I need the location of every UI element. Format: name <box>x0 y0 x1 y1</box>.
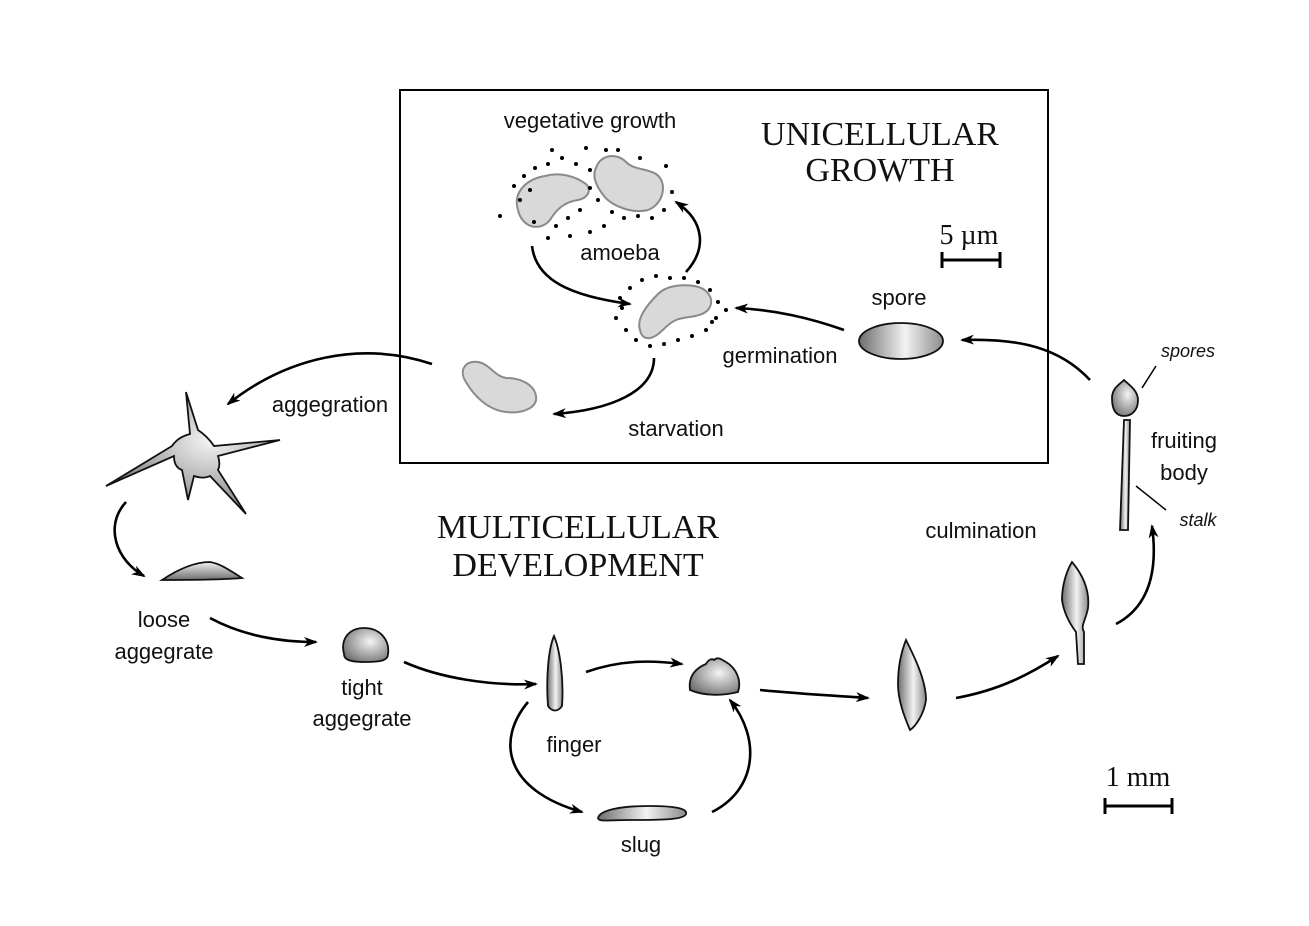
stalk-pointer-line <box>1135 485 1167 511</box>
label-vegetative-growth: vegetative growth <box>504 108 676 133</box>
arrow-aggregation <box>226 352 433 406</box>
aggregation-streams-shape <box>105 391 281 515</box>
label-aggregation: aggegration <box>272 392 388 417</box>
label-tight-aggregate-line2: aggegrate <box>312 706 411 731</box>
arrow-starvation <box>552 357 656 419</box>
arrow-to-culmination <box>759 688 870 703</box>
label-culmination: culmination <box>925 518 1036 543</box>
amoeba-cell-starved <box>461 360 538 414</box>
finger-shape <box>546 633 564 712</box>
label-loose-aggregate-line1: loose <box>138 607 191 632</box>
label-stalk: stalk <box>1179 510 1217 530</box>
arrow-to-tight-aggregate <box>209 616 318 647</box>
mexican-hat-shape <box>688 657 741 696</box>
scale-bar-micro-label: 5 µm <box>940 220 999 251</box>
label-fruiting-body-line1: fruiting <box>1151 428 1217 453</box>
label-amoeba: amoeba <box>580 240 660 265</box>
label-tight-aggregate-line1: tight <box>341 675 383 700</box>
label-starvation: starvation <box>628 416 723 441</box>
amoeba-cell-2 <box>593 155 664 212</box>
arrow-to-finger <box>403 660 538 690</box>
label-germination: germination <box>723 343 838 368</box>
label-loose-aggregate-line2: aggegrate <box>114 639 213 664</box>
arrow-to-spore <box>960 334 1091 381</box>
slug-shape <box>597 805 687 822</box>
arrow-slug-to-mexican-hat <box>711 698 752 814</box>
scale-bar-micro <box>940 252 1002 268</box>
label-spores: spores <box>1161 341 1215 361</box>
label-spore: spore <box>871 285 926 310</box>
unicellular-box <box>399 89 1049 464</box>
scale-bar-macro <box>1103 798 1174 814</box>
label-finger: finger <box>546 732 601 757</box>
label-slug: slug <box>621 832 661 857</box>
arrow-culmination-to-late <box>955 654 1060 700</box>
arrow-finger-to-mexican-hat <box>585 657 684 674</box>
arrow-finger-to-slug <box>509 701 584 814</box>
scale-bar-macro-label: 1 mm <box>1106 762 1171 793</box>
arrow-growth-loop <box>674 200 702 273</box>
loose-aggregate-shape <box>159 561 245 581</box>
arrow-germination <box>734 303 845 332</box>
multicellular-title-line2: DEVELOPMENT <box>452 547 703 584</box>
label-fruiting-body-line2: body <box>1160 460 1208 485</box>
culmination-late-shape <box>1061 560 1090 665</box>
fruiting-body-shape <box>1111 378 1139 531</box>
spores-pointer-line <box>1141 365 1157 389</box>
unicellular-title-line1: UNICELLULAR <box>761 116 999 153</box>
arrow-to-loose-aggregate <box>113 501 146 578</box>
culmination-early-shape <box>897 637 927 732</box>
tight-aggregate-shape <box>342 627 390 663</box>
arrow-amoeba-to-starving <box>530 245 632 308</box>
unicellular-title-line2: GROWTH <box>805 152 954 189</box>
amoeba-cell-1 <box>515 173 590 228</box>
cycle-arrows <box>113 200 1159 814</box>
multicellular-title-line1: MULTICELLULAR <box>437 509 719 546</box>
amoeba-cell-center <box>638 284 713 340</box>
spore-shape <box>858 322 944 360</box>
bacteria-dots <box>498 146 728 348</box>
arrow-to-fruiting-body <box>1115 524 1159 626</box>
